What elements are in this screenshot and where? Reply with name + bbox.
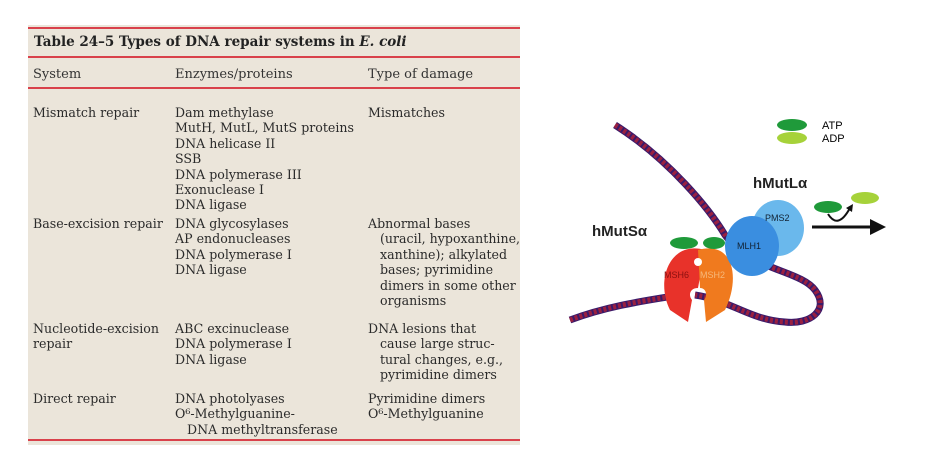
- cell-line: DNA ligase: [175, 197, 247, 213]
- cell-line: O⁶-Methylguanine: [368, 406, 484, 422]
- rule: [28, 27, 520, 29]
- cell-system: Base-excision repair: [33, 216, 163, 231]
- cell-line: pyrimidine dimers: [380, 367, 497, 383]
- cell-line: organisms: [380, 293, 447, 309]
- cell-line: Exonuclease I: [175, 182, 265, 198]
- cell-line: DNA polymerase I: [175, 336, 292, 352]
- cell-damage: Mismatches: [368, 105, 445, 120]
- msh6-label: MSH6: [664, 270, 689, 280]
- hmutsa-label: hMutSα: [592, 223, 648, 240]
- pms2-label: PMS2: [765, 213, 790, 223]
- cell-line: O⁶-Methylguanine-: [175, 406, 295, 422]
- atp-icon: [814, 201, 842, 213]
- atp-label: ATP: [822, 120, 843, 132]
- cell-line: MutH, MutL, MutS proteins: [175, 120, 354, 136]
- cell-line: Nucleotide-excision: [33, 321, 159, 336]
- dna-helix: [613, 122, 823, 325]
- cell-line: (uracil, hypoxanthine,: [380, 231, 521, 247]
- dna-repair-table: Table 24–5 Types of DNA repair systems i…: [28, 25, 520, 445]
- title-italic: E. coli: [359, 34, 407, 50]
- arrowhead: [846, 204, 853, 212]
- cell-line: xanthine); alkylated: [380, 246, 508, 262]
- cell-line: Direct repair: [33, 391, 116, 406]
- cell-system: Direct repair: [33, 391, 116, 406]
- adp-legend-icon: [777, 132, 807, 144]
- cell-line: Abnormal bases: [368, 216, 471, 231]
- adp-icon: [851, 192, 879, 204]
- atp-legend-icon: [777, 119, 807, 131]
- cell-line: SSB: [175, 151, 202, 167]
- msh2-label: MSH2: [700, 270, 725, 280]
- cell-line: Mismatch repair: [33, 105, 140, 120]
- cell-line: DNA photolyases: [175, 391, 285, 406]
- cell-line: Mismatches: [368, 105, 445, 120]
- rule: [28, 56, 520, 58]
- rule: [28, 439, 520, 441]
- gap: [694, 258, 702, 266]
- msh6-protein: [664, 248, 705, 322]
- rule: [28, 87, 520, 89]
- mlh1-label: MLH1: [737, 241, 761, 251]
- header-enzymes: Enzymes/proteins: [175, 67, 293, 82]
- cell-line: ABC excinuclease: [175, 321, 290, 336]
- atp-bound-icon: [670, 237, 698, 249]
- atp-bound-icon: [703, 237, 725, 249]
- cell-line: DNA ligase: [175, 351, 247, 367]
- mismatch-repair-diagram: ATP ADP MSH6 MSH2 MLH1 PMS2 hMutSα hMutL…: [568, 119, 886, 326]
- table-title: Table 24–5 Types of DNA repair systems i…: [34, 34, 407, 50]
- hmutla-label: hMutLα: [753, 175, 808, 192]
- title-text: Table 24–5 Types of DNA repair systems i…: [34, 34, 360, 50]
- mlh1-protein: [725, 216, 779, 276]
- cell-line: DNA polymerase III: [175, 166, 302, 182]
- cell-line: cause large struc-: [380, 336, 495, 352]
- cell-line: DNA ligase: [175, 262, 247, 278]
- cell-line: DNA polymerase I: [175, 246, 292, 262]
- cell-line: bases; pyrimidine: [380, 262, 494, 278]
- adp-label: ADP: [822, 133, 845, 145]
- cell-line: DNA lesions that: [368, 321, 477, 336]
- cell-line: Pyrimidine dimers: [368, 391, 486, 406]
- arrowhead: [870, 219, 886, 235]
- cell-line: tural changes, e.g.,: [380, 351, 504, 367]
- hydrolysis-arrow-icon: [827, 207, 851, 222]
- cell-line: DNA helicase II: [175, 135, 276, 151]
- header-damage: Type of damage: [368, 67, 474, 82]
- cell-line: repair: [33, 336, 73, 352]
- cell-line: dimers in some other: [380, 277, 516, 293]
- cell-line: DNA methyltransferase: [187, 421, 338, 437]
- cell-line: Base-excision repair: [33, 216, 163, 231]
- header-system: System: [33, 67, 82, 82]
- cell-line: Dam methylase: [175, 105, 274, 120]
- cell-line: AP endonucleases: [175, 231, 291, 247]
- cell-damage: Abnormal bases(uracil, hypoxanthine,xant…: [368, 216, 520, 308]
- msh2-protein: [698, 248, 733, 322]
- cell-system: Mismatch repair: [33, 105, 139, 120]
- cell-line: DNA glycosylases: [175, 216, 289, 231]
